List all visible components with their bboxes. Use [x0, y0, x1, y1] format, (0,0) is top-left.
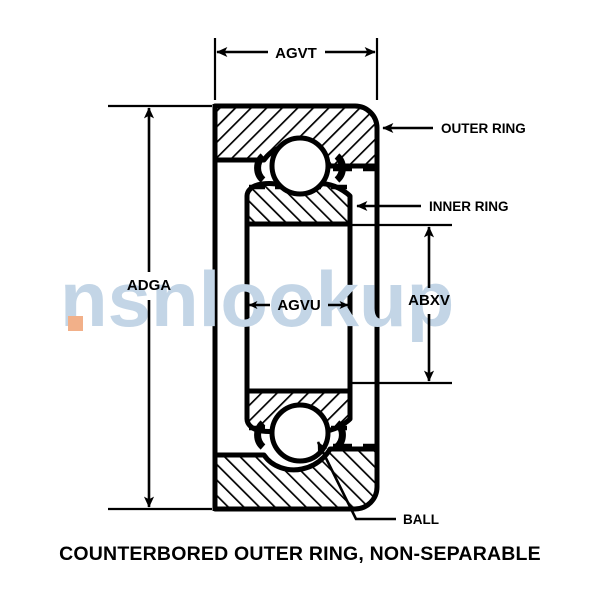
callout-ball: BALL: [316, 441, 439, 527]
watermark-text: nsnlookup: [60, 255, 454, 343]
watermark-accent-square: [68, 316, 83, 331]
ball-upper: [269, 135, 331, 197]
dimension-abxv: ABXV: [352, 223, 452, 385]
ball-lower: [269, 402, 331, 464]
dimension-agvt: AGVT: [213, 38, 379, 100]
agvt-label: AGVT: [275, 45, 317, 62]
figure-title: COUNTERBORED OUTER RING, NON-SEPARABLE: [59, 543, 541, 565]
inner-ring-label: INNER RING: [429, 199, 509, 214]
watermark: nsnlookup: [60, 255, 454, 343]
cage-arcs-lower: [254, 420, 346, 450]
adga-label: ADGA: [127, 277, 171, 294]
dimension-adga: ADGA: [108, 104, 212, 511]
ball-label: BALL: [403, 512, 439, 527]
outer-ring-lower: [212, 446, 380, 512]
dimension-agvu: AGVU: [248, 297, 349, 314]
outer-ring-label: OUTER RING: [441, 121, 526, 136]
callout-outer-ring: OUTER RING: [382, 121, 526, 136]
bearing-cross-section: [212, 103, 380, 512]
callout-inner-ring: INNER RING: [356, 199, 509, 214]
abxv-label: ABXV: [408, 292, 450, 309]
cage-arcs-upper: [254, 153, 346, 183]
agvu-label: AGVU: [277, 297, 320, 314]
ball-leader: [316, 441, 396, 521]
